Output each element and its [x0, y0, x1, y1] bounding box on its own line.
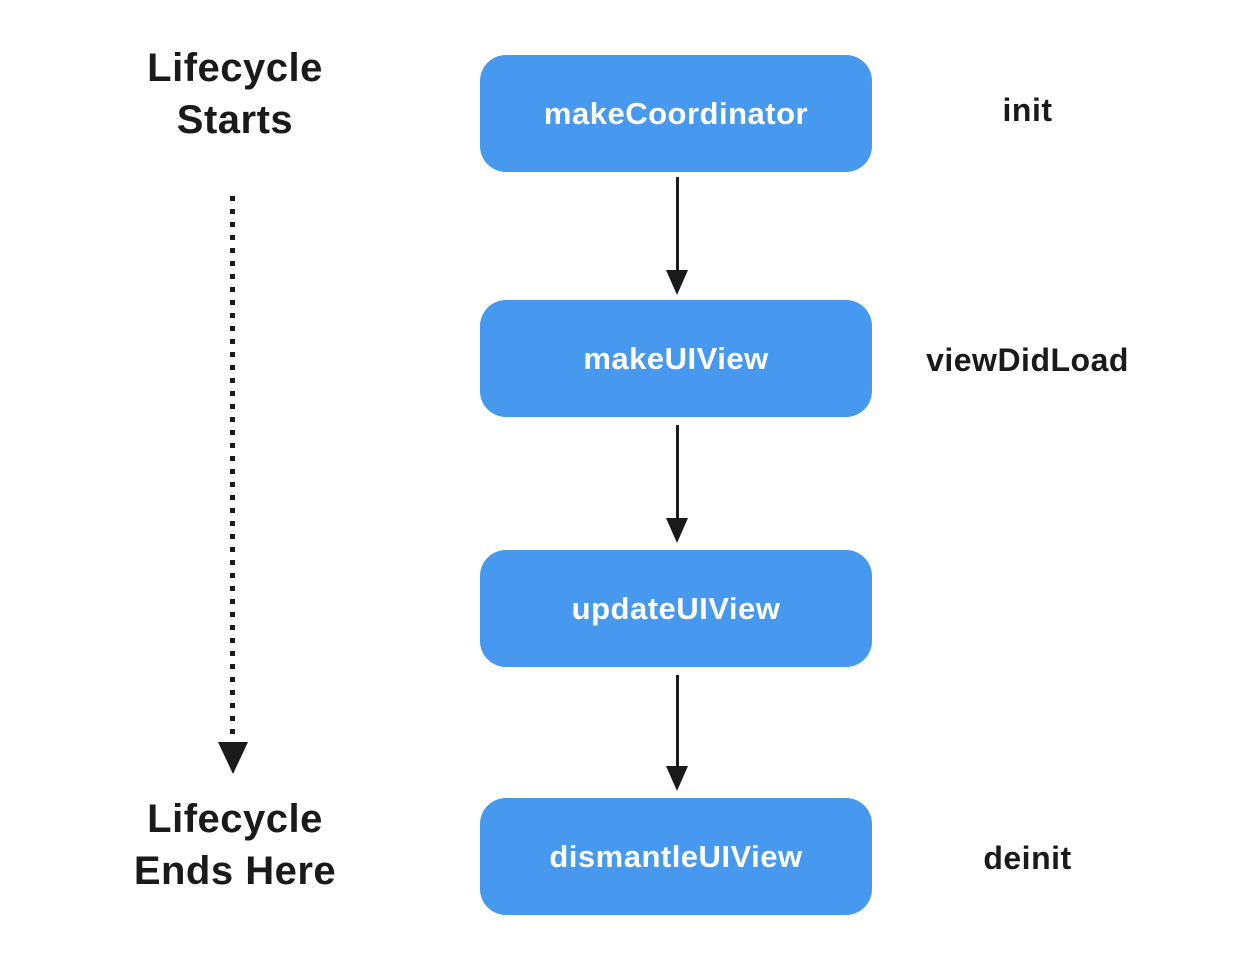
lifecycle-starts-label: Lifecycle Starts — [85, 42, 385, 146]
connector-arrow-head-icon-3 — [666, 766, 688, 791]
connector-arrow-line-2 — [676, 425, 679, 520]
lifecycle-ends-line2: Ends Here — [133, 849, 337, 893]
flow-node-label: updateUIView — [571, 590, 781, 626]
lifecycle-starts-line2: Starts — [176, 98, 294, 142]
lifecycle-dotted-arrow-line — [230, 196, 235, 736]
connector-arrow-head-icon-1 — [666, 270, 688, 295]
flow-node-label: makeCoordinator — [543, 95, 809, 131]
annotation-deinit: deinit — [983, 840, 1072, 876]
lifecycle-ends-label: Lifecycle Ends Here — [85, 793, 385, 897]
flow-node-updateuiview: updateUIView — [480, 550, 872, 667]
connector-arrow-line-1 — [676, 177, 679, 272]
connector-arrow-line-3 — [676, 675, 679, 768]
flow-node-label: makeUIView — [583, 340, 769, 376]
annotation-viewdidload: viewDidLoad — [926, 342, 1129, 378]
flow-node-dismantleuiview: dismantleUIView — [480, 798, 872, 915]
lifecycle-ends-line1: Lifecycle — [147, 797, 323, 841]
lifecycle-dotted-arrow-head-icon — [218, 742, 248, 774]
flow-node-makecoordinator: makeCoordinator — [480, 55, 872, 172]
annotation-init: init — [1002, 92, 1053, 128]
lifecycle-starts-line1: Lifecycle — [147, 46, 323, 90]
flow-node-makeuiview: makeUIView — [480, 300, 872, 417]
connector-arrow-head-icon-2 — [666, 518, 688, 543]
flow-node-label: dismantleUIView — [549, 838, 803, 874]
